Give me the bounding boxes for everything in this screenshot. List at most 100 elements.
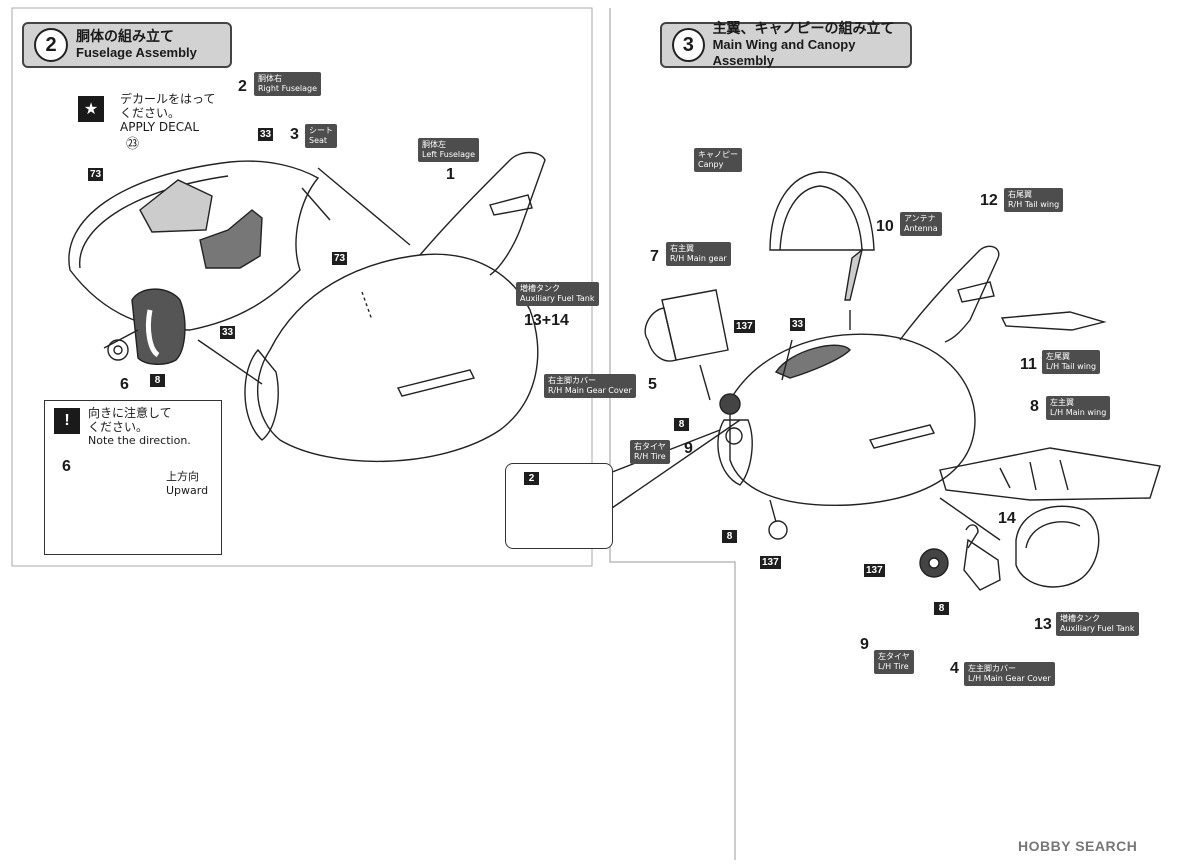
- step3-title-jp: 主翼、キャノピーの組み立て: [712, 21, 895, 37]
- decal-33-a: 33: [258, 128, 274, 141]
- part-11-en: L/H Tail wing: [1046, 362, 1097, 371]
- direction-note-en: Note the direction.: [88, 434, 191, 447]
- part-7-label: 右主翼 R/H Main gear: [666, 242, 731, 266]
- upward-jp: 上方向: [166, 470, 199, 483]
- part-12-jp: 右尾翼: [1008, 190, 1032, 199]
- decal-73-a: 73: [88, 168, 104, 181]
- lh-main-wing-shape: [939, 447, 1161, 501]
- part-8-label: 左主翼 L/H Main wing: [1046, 396, 1111, 420]
- part-1-en: Left Fuselage: [422, 150, 476, 159]
- part-9l-jp: 左タイヤ: [878, 652, 910, 661]
- part-2-number: 2: [238, 78, 247, 95]
- part-6-number: 6: [120, 376, 129, 393]
- direction-note-jp2: ください。: [88, 420, 149, 434]
- part-2-en: Right Fuselage: [258, 84, 318, 93]
- part-9r-number: 9: [684, 440, 693, 457]
- part-4-jp: 左主脚カバー: [968, 664, 1016, 673]
- lh-tail-wing-shape: [1000, 311, 1107, 331]
- part-5-jp: 右主脚カバー: [548, 376, 596, 385]
- decal-137-b: 137: [760, 556, 781, 569]
- part-9r-en: R/H Tire: [634, 452, 666, 461]
- watermark: HOBBY SEARCH: [1018, 838, 1138, 854]
- part-7-number: 7: [650, 248, 659, 265]
- gear-leg-shape: [131, 288, 186, 365]
- part-7-jp: 右主翼: [670, 244, 694, 253]
- part-3-en: Seat: [309, 136, 328, 145]
- part-13-number: 13: [1034, 616, 1052, 633]
- decal-8-step3-c: 8: [934, 602, 949, 615]
- part-5-en: R/H Main Gear Cover: [548, 386, 632, 395]
- decal-33-step3: 33: [790, 318, 806, 331]
- left-fuselage-shape: [257, 253, 539, 463]
- decal-note-jp1: デカールをはって: [120, 92, 216, 106]
- part-11-label: 左尾翼 L/H Tail wing: [1042, 350, 1101, 374]
- part-1-jp: 胴体左: [422, 140, 446, 149]
- part-3-number: 3: [290, 126, 299, 143]
- part-9r-label: 右タイヤ R/H Tire: [630, 440, 670, 464]
- step2-banner: 2 胴体の組み立て Fuselage Assembly: [22, 22, 232, 68]
- part-10-number: 10: [876, 218, 894, 235]
- part-1-number: 1: [446, 166, 455, 183]
- decal-2-detail: 2: [524, 472, 539, 485]
- part-9l-number: 9: [860, 636, 869, 653]
- rh-gear-stack-shape: [661, 289, 729, 361]
- part-13-jp: 増槽タンク: [1060, 614, 1100, 623]
- antenna-shape: [844, 248, 864, 301]
- part-3-jp: シート: [309, 126, 333, 135]
- decal-8-a: 8: [150, 374, 165, 387]
- part-10-label: アンテナ Antenna: [900, 212, 942, 236]
- part-2-label: 胴体右 Right Fuselage: [254, 72, 322, 96]
- part-3-label: シート Seat: [305, 124, 337, 148]
- decal-8-step3-b: 8: [722, 530, 737, 543]
- cockpit-insert-shape: [139, 179, 213, 233]
- step2-title-jp: 胴体の組み立て: [76, 29, 174, 45]
- part-13-en: Auxiliary Fuel Tank: [1060, 624, 1135, 633]
- part-14-number: 14: [998, 510, 1016, 527]
- right-fuselage-shape: [68, 160, 320, 331]
- seat-shape: [199, 209, 263, 269]
- part-11-number: 11: [1020, 356, 1037, 373]
- part-13-label: 増槽タンク Auxiliary Fuel Tank: [1056, 612, 1139, 636]
- part-12-en: R/H Tail wing: [1008, 200, 1060, 209]
- part-13-14-jp: 増槽タンク: [520, 284, 560, 293]
- decal-note-jp2: ください。: [120, 106, 181, 120]
- part-4-label: 左主脚カバー L/H Main Gear Cover: [964, 662, 1055, 686]
- part-8-en: L/H Main wing: [1050, 408, 1107, 417]
- canopy-en: Canpy: [698, 160, 724, 169]
- part-12-label: 右尾翼 R/H Tail wing: [1004, 188, 1064, 212]
- caution-icon: !: [54, 408, 80, 434]
- decal-137-a: 137: [734, 320, 755, 333]
- upward-en: Upward: [166, 484, 209, 497]
- part-2-jp: 胴体右: [258, 74, 282, 83]
- part-10-jp: アンテナ: [904, 214, 936, 223]
- direction-note-jp1: 向きに注意して: [88, 406, 172, 420]
- canopy-label: キャノピー Canpy: [694, 148, 742, 172]
- part-11-jp: 左尾翼: [1046, 352, 1070, 361]
- step2-frame: [11, 7, 593, 567]
- part-10-en: Antenna: [904, 224, 938, 233]
- part-5-number: 5: [648, 376, 657, 393]
- part-4-en: L/H Main Gear Cover: [968, 674, 1051, 683]
- part-4-number: 4: [950, 660, 959, 677]
- aux-fuel-tank-shape: [1015, 505, 1100, 588]
- part-8-jp: 左主翼: [1050, 398, 1074, 407]
- decal-137-c: 137: [864, 564, 885, 577]
- step3-frame: [609, 8, 736, 860]
- tail-fin-shape: [419, 151, 546, 276]
- decal-33-b: 33: [220, 326, 236, 339]
- part-13-14-label: 増槽タンク Auxiliary Fuel Tank: [516, 282, 599, 306]
- part-13-14-number: 13+14: [524, 312, 569, 329]
- part-5-label: 右主脚カバー R/H Main Gear Cover: [544, 374, 636, 398]
- part-9l-en: L/H Tire: [878, 662, 909, 671]
- star-icon: ★: [78, 96, 104, 122]
- part-7-en: R/H Main gear: [670, 254, 727, 263]
- step3-banner: 3 主翼、キャノピーの組み立て Main Wing and Canopy Ass…: [660, 21, 912, 68]
- part-12-number: 12: [980, 192, 998, 209]
- direction-part-6: 6: [62, 458, 71, 475]
- part-1-label: 胴体左 Left Fuselage: [418, 138, 480, 162]
- step2-number: 2: [34, 28, 68, 62]
- detail-inset-box: [505, 463, 613, 549]
- arrow-line: [197, 339, 263, 385]
- step3-title-en: Main Wing and Canopy Assembly: [712, 37, 856, 68]
